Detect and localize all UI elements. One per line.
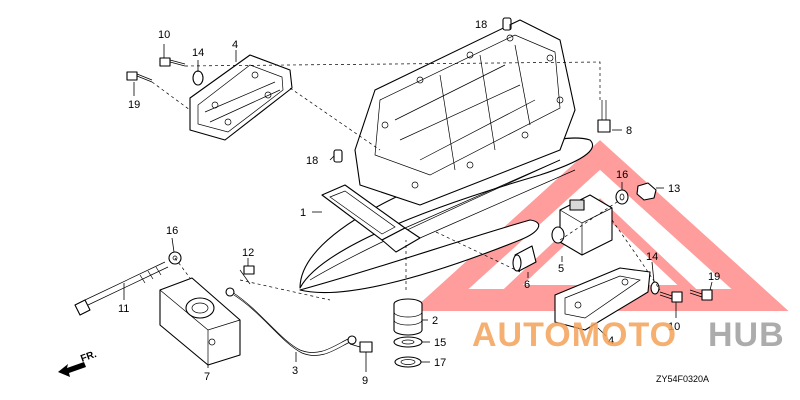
callout-4-top: 4 xyxy=(232,39,238,51)
watermark-text: AUTOMOTO HUB xyxy=(472,316,785,354)
callout-3: 3 xyxy=(292,365,298,377)
callout-18-top: 18 xyxy=(475,19,487,31)
callout-13: 13 xyxy=(668,183,680,195)
cable-3 xyxy=(225,287,357,356)
washer-14-right xyxy=(650,281,660,295)
bolt-10-top xyxy=(159,57,186,67)
washer-15 xyxy=(393,336,423,348)
callout-9: 9 xyxy=(362,375,368,387)
callout-6: 6 xyxy=(524,279,530,291)
callout-11: 11 xyxy=(118,303,129,315)
reference-code: ZY54F0320A xyxy=(656,374,709,384)
watermark-part2: HUB xyxy=(708,316,785,354)
callout-2: 2 xyxy=(432,315,438,327)
clip-17 xyxy=(394,356,422,368)
grommet-2 xyxy=(393,298,423,336)
callout-15: 15 xyxy=(434,337,446,349)
mount-5 xyxy=(551,194,613,256)
bolt-19-top xyxy=(126,71,153,83)
callout-10-right: 10 xyxy=(668,321,680,333)
callout-8: 8 xyxy=(626,125,632,137)
callout-16-left: 16 xyxy=(166,225,178,237)
bolt-8 xyxy=(597,100,611,133)
callout-10-top: 10 xyxy=(158,29,170,41)
washer-14-top xyxy=(192,70,204,86)
bracket-7 xyxy=(159,277,241,366)
nut-13 xyxy=(636,182,657,201)
bolt-19-right xyxy=(689,289,713,301)
callout-14-top: 14 xyxy=(192,47,204,59)
washer-16-right xyxy=(615,189,629,205)
callout-16-right: 16 xyxy=(616,169,628,181)
leader-lines xyxy=(123,24,713,372)
callout-1: 1 xyxy=(300,207,306,219)
bolt-11-long xyxy=(74,261,169,316)
collar-6 xyxy=(512,245,537,272)
callout-19-right: 19 xyxy=(708,271,720,283)
callout-19-top: 19 xyxy=(128,99,140,111)
direction-label: FR. xyxy=(79,349,98,365)
callout-18-mid: 18 xyxy=(306,155,318,167)
callout-4-right: 4 xyxy=(608,335,614,347)
callout-5: 5 xyxy=(558,263,564,275)
callout-7: 7 xyxy=(204,371,210,383)
cover-plate-left xyxy=(189,54,293,141)
dowel-18-mid xyxy=(333,149,343,163)
main-case xyxy=(299,19,593,294)
callout-14-right: 14 xyxy=(646,251,658,263)
cover-plate-right xyxy=(554,267,651,331)
callouts: 18 10 14 4 19 8 18 1 16 13 16 12 5 14 6 … xyxy=(118,19,720,387)
callout-17: 17 xyxy=(434,357,446,369)
dowel-18-top xyxy=(502,17,512,31)
callout-12: 12 xyxy=(242,247,254,259)
direction-arrow-icon: FR. xyxy=(58,349,98,377)
watermark-part1: AUTOMOTO xyxy=(472,316,677,354)
bolt-10-right xyxy=(659,291,683,303)
